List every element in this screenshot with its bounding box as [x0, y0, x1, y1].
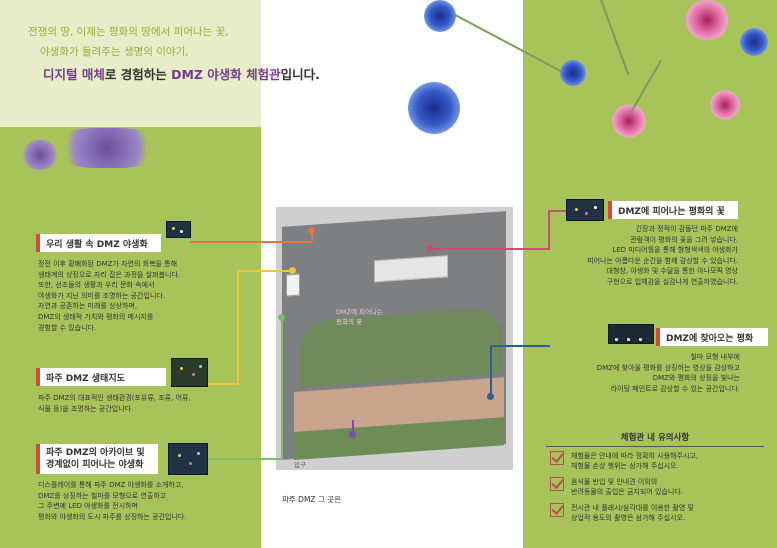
notice-item-text: 체험물은 안내에 따라 정확히 사용해주시고, 체험물 손상 행위는 삼가해 주…: [571, 452, 699, 470]
section-body-archive: 디스플레이를 통해 파주 DMZ 야생화를 소개하고, DMZ를 상징하는 철마…: [38, 481, 187, 521]
map-pin-purple: [349, 431, 356, 438]
section-body-peace-flower: 긴장과 정적이 감돌던 파주 DMZ에 관람객이 평화의 꽃을 그려 넣습니다.…: [587, 225, 738, 286]
cornflower-illustration: [408, 82, 460, 134]
section-title-text-line1: 파주 DMZ의 아카이브 및: [46, 448, 145, 458]
title-marker: [656, 328, 660, 346]
map-kiosk: [286, 273, 300, 297]
cornflower-illustration: [560, 60, 586, 86]
connector-line-yellow: [208, 383, 238, 385]
connector-line-yellow: [237, 270, 293, 272]
section-title-text: 우리 생활 속 DMZ 야생화: [46, 240, 148, 250]
hero-line-2: 야생화가 들려주는 생명의 이야기,: [40, 46, 189, 58]
notice-item-text: 전시관 내 플래시/삼각대를 이용한 촬영 및 상업적 용도의 촬영은 삼가해 …: [571, 504, 694, 522]
check-icon: [550, 503, 564, 517]
map-tagline: 파주 DMZ 그 곳은: [282, 494, 342, 505]
cosmos-illustration: [710, 90, 740, 120]
section-title-text: DMZ에 피어나는 평화의 꽃: [618, 207, 725, 217]
hero-accent-digital: 디지털 매체: [43, 67, 105, 82]
map-pin-orange: [308, 227, 315, 234]
section-title-ecomap: 파주 DMZ 생태지도: [36, 368, 166, 386]
map-entrance-label: 입구: [294, 461, 306, 469]
connector-line-orange: [311, 232, 313, 242]
connector-line-pink: [548, 210, 550, 250]
section-title-text: 파주 DMZ 생태지도: [46, 374, 125, 384]
top-left-band: [0, 0, 261, 127]
title-marker: [608, 201, 612, 219]
hero-text-end: 입니다.: [280, 67, 320, 82]
section-title-wildflowers-life: 우리 생활 속 DMZ 야생화: [36, 234, 161, 252]
map-pin-pink: [426, 245, 433, 252]
section-title-text: DMZ에 찾아오는 평화: [666, 334, 754, 344]
cosmos-illustration: [612, 104, 646, 138]
hero-text-middle: 로 경험하는: [104, 67, 172, 82]
cornflower-illustration: [740, 28, 768, 56]
lavender-illustration: [52, 128, 162, 168]
lavender-illustration: [20, 140, 60, 170]
cosmos-illustration: [684, 0, 730, 40]
notice-item: 체험물은 안내에 따라 정확히 사용해주시고, 체험물 손상 행위는 삼가해 주…: [550, 451, 764, 479]
eco-map-icon: [171, 358, 208, 387]
title-marker: [36, 368, 40, 386]
check-icon: [550, 477, 564, 491]
hero-line-1: 전쟁의 땅, 이제는 평화의 땅에서 피어나는 꽃,: [28, 26, 229, 38]
hero-intro: 전쟁의 땅, 이제는 평화의 땅에서 피어나는 꽃, 야생화가 들려주는 생명의…: [28, 22, 508, 85]
visitor-notice: 체험관 내 유의사항 체험물은 안내에 따라 정확히 사용해주시고, 체험물 손…: [546, 431, 764, 532]
iron-horse-train-icon: [608, 324, 654, 344]
connector-line-pink: [430, 248, 550, 250]
connector-line-yellow: [237, 270, 239, 385]
exhibition-floor-map: DMZ에 피어나는 평화의 꽃 입구: [276, 207, 513, 470]
section-title-text-line2: 경계없이 피어나는 야생화: [46, 460, 144, 470]
notice-item: 음식물 반입 및 안내견 이외의 반려동물의 출입은 금지되어 있습니다.: [550, 477, 764, 505]
connector-line-blue: [490, 345, 492, 397]
notice-item-text: 음식물 반입 및 안내견 이외의 반려동물의 출입은 금지되어 있습니다.: [571, 478, 683, 496]
connector-line-green: [208, 458, 282, 460]
notice-title: 체험관 내 유의사항: [546, 431, 764, 447]
archive-flowers-icon: [168, 443, 208, 475]
section-title-peace-coming: DMZ에 찾아오는 평화: [656, 328, 768, 346]
hero-accent-dmz: DMZ 야생화 체험관: [171, 67, 281, 82]
cornflower-illustration: [424, 0, 456, 32]
title-marker: [36, 234, 40, 252]
section-body-ecomap: 파주 DMZ의 대표적인 생태환경(포유류, 조류, 어류, 식물 등)을 조명…: [38, 394, 191, 413]
connector-line-orange: [190, 241, 312, 243]
wildflower-book-icon: [166, 221, 191, 238]
map-pin-blue: [487, 393, 494, 400]
hero-line-3: 디지털 매체로 경험하는 DMZ 야생화 체험관입니다.: [28, 65, 508, 85]
peace-flower-icon: [566, 199, 604, 221]
map-garden-area: [300, 307, 502, 388]
connector-line-pink: [548, 210, 566, 212]
connector-line-purple: [352, 420, 354, 436]
right-panel: [523, 0, 777, 548]
check-icon: [550, 451, 564, 465]
notice-item: 전시관 내 플래시/삼각대를 이용한 촬영 및 상업적 용도의 촬영은 삼가해 …: [550, 503, 764, 531]
connector-line-blue: [490, 345, 550, 347]
connector-line-green: [281, 318, 283, 460]
map-bench: [374, 255, 448, 283]
section-title-archive: 파주 DMZ의 아카이브 및 경계없이 피어나는 야생화: [36, 444, 158, 474]
map-zone-label: DMZ에 피어나는 평화의 꽃: [336, 308, 384, 326]
title-marker: [36, 444, 40, 474]
section-body-wildflowers-life: 정전 이후 황폐화된 DMZ가 자연의 회복을 통해 생태계의 상징으로 자리 …: [38, 260, 181, 332]
section-body-peace-coming: 철마 모형 내부에 DMZ에 찾아올 평화를 상징하는 영상을 감상하고 DMZ…: [596, 353, 740, 393]
map-pin-green: [278, 314, 285, 321]
section-title-peace-flower: DMZ에 피어나는 평화의 꽃: [608, 201, 738, 219]
map-pin-yellow: [289, 267, 296, 274]
